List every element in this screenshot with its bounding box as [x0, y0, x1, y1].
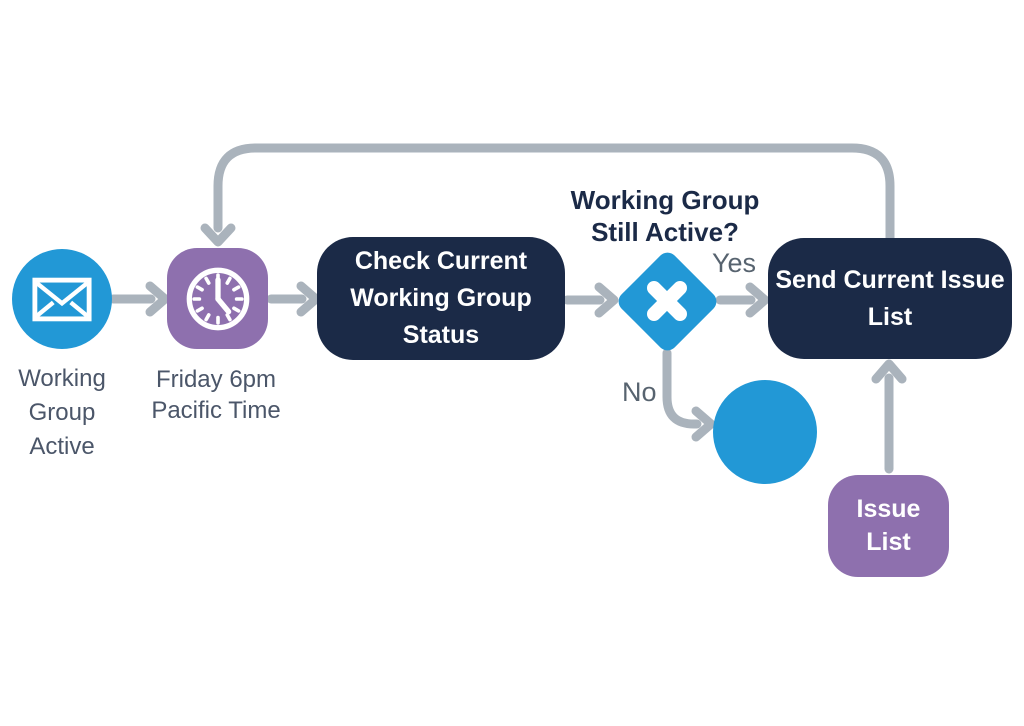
send-issue-list-node-label: Send Current Issue List: [775, 265, 1005, 331]
no-edge-label: No: [622, 377, 657, 407]
end-node: [713, 380, 817, 484]
arrow-decision-no-to-end: [662, 348, 716, 442]
check-status-node: Check Current Working Group Status: [317, 237, 565, 360]
envelope-icon: [32, 277, 92, 321]
timer-node-friday-6pm: [167, 248, 268, 349]
x-icon: [647, 281, 687, 321]
check-status-node-label: Check Current Working Group Status: [350, 247, 532, 349]
timer-node-label: Friday 6pm Pacific Time: [151, 366, 281, 424]
arrow-timer-to-check: [266, 281, 321, 317]
yes-edge-label: Yes: [712, 248, 757, 278]
decision-node-icon-wrap: [645, 279, 689, 323]
arrow-issue-list-to-send: [871, 359, 907, 474]
start-node-working-group-active: [12, 249, 112, 349]
send-issue-list-node: Send Current Issue List: [768, 238, 1012, 359]
decision-question-label: Working Group Still Active?: [570, 185, 760, 247]
arrow-check-to-decision: [562, 282, 619, 318]
start-node-label: Working Group Active: [18, 365, 106, 460]
arrow-decision-yes-to-send: [715, 282, 770, 318]
arrow-start-to-timer: [108, 281, 170, 317]
issue-list-node-label: Issue List: [856, 495, 921, 556]
clock-icon: [186, 267, 249, 330]
loop-arrow-send-to-timer: [200, 143, 895, 247]
issue-list-node: Issue List: [828, 475, 949, 577]
